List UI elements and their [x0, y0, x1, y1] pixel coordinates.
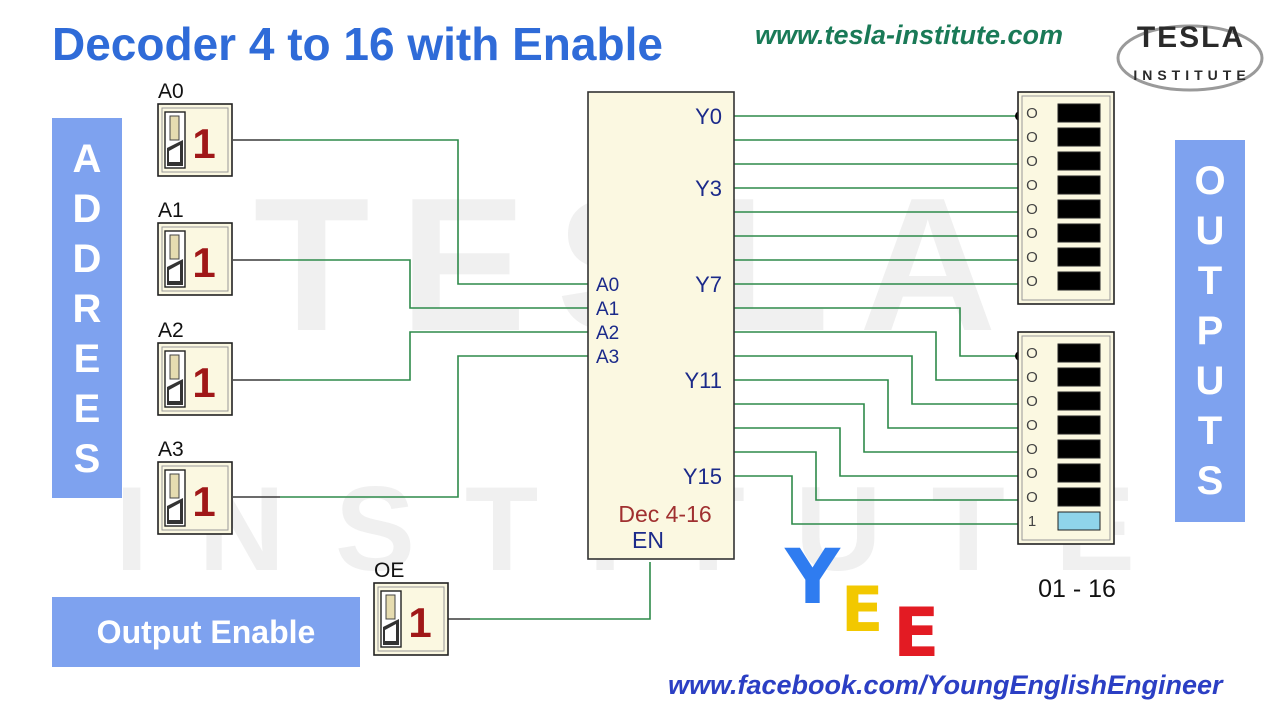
facebook-link[interactable]: www.facebook.com/YoungEnglishEngineer	[668, 670, 1224, 700]
yee-logo: Y E E	[784, 532, 939, 673]
switch-value: 1	[408, 599, 431, 646]
logo-top-text: TESLA	[1137, 21, 1245, 54]
tesla-logo: TESLA INSTITUTE	[1116, 21, 1264, 92]
panel-letter: D	[73, 237, 102, 281]
logo-bottom-text: INSTITUTE	[1133, 67, 1250, 83]
panel-letter: S	[1197, 459, 1224, 503]
wires	[233, 111, 1025, 620]
led-segment	[1057, 223, 1101, 243]
switch-value: 1	[192, 359, 215, 406]
led-segment	[1057, 343, 1101, 363]
panel-letter: D	[73, 187, 102, 231]
switch-value: 1	[192, 120, 215, 167]
panel-letter: U	[1196, 359, 1225, 403]
panel-letter: E	[74, 337, 101, 381]
panel-letter: P	[1197, 309, 1224, 353]
led-mark: O	[1026, 153, 1038, 170]
switch-label: A1	[158, 199, 184, 222]
led-segment	[1057, 127, 1101, 147]
output-enable-panel	[52, 597, 360, 667]
panel-letter: O	[1194, 159, 1225, 203]
yee-letter-e2: E	[893, 594, 939, 673]
switch-label: A3	[158, 438, 184, 461]
led-mark: O	[1026, 345, 1038, 362]
led-segment	[1057, 175, 1101, 195]
pin-a1: A1	[596, 299, 619, 320]
panel-letter: E	[74, 387, 101, 431]
led-mark: O	[1026, 273, 1038, 290]
led-range-label: 01 - 16	[1038, 575, 1116, 603]
led-mark: O	[1026, 369, 1038, 386]
output-y7: Y7	[695, 272, 722, 297]
led-segment	[1057, 271, 1101, 291]
output-y11: Y11	[684, 368, 722, 393]
led-segment	[1057, 415, 1101, 435]
panel-letter: R	[73, 287, 102, 331]
led-segment	[1057, 199, 1101, 219]
pin-a0: A0	[596, 275, 619, 296]
switch-label: A2	[158, 319, 184, 342]
panel-letter: A	[73, 137, 102, 181]
led-mark: O	[1026, 441, 1038, 458]
led-mark: O	[1026, 417, 1038, 434]
led-mark: O	[1026, 489, 1038, 506]
website-link[interactable]: www.tesla-institute.com	[755, 20, 1063, 50]
output-y0: Y0	[695, 104, 722, 129]
switch-value: 1	[192, 478, 215, 525]
led-segment	[1057, 151, 1101, 171]
switch-a3[interactable]: A3 1	[157, 438, 233, 535]
led-segment	[1057, 391, 1101, 411]
panel-letter: T	[1198, 409, 1222, 453]
enable-pin: EN	[632, 527, 664, 553]
led-segment	[1057, 463, 1101, 483]
led-mark: O	[1026, 105, 1038, 122]
outputs-panel	[1175, 140, 1245, 522]
switch-label: A0	[158, 80, 184, 103]
led-segment	[1057, 103, 1101, 123]
led-mark: O	[1026, 465, 1038, 482]
switch-oe[interactable]: OE1	[373, 559, 449, 656]
led-mark: O	[1026, 393, 1038, 410]
output-enable-label: Output Enable	[97, 614, 316, 650]
pin-a2: A2	[596, 323, 619, 344]
led-mark: O	[1026, 225, 1038, 242]
led-segment	[1057, 247, 1101, 267]
led-segment	[1057, 367, 1101, 387]
led-segment-lit	[1057, 511, 1101, 531]
yee-letter-y: Y	[784, 532, 841, 621]
led-mark: 1	[1028, 513, 1036, 530]
switch-a2[interactable]: A2 1	[157, 319, 233, 416]
output-y15: Y15	[683, 464, 722, 489]
led-segment	[1057, 487, 1101, 507]
led-mark: O	[1026, 249, 1038, 266]
switch-label: OE	[374, 559, 404, 582]
switch-a0[interactable]: A0 1	[157, 80, 233, 177]
panel-letter: T	[1198, 259, 1222, 303]
led-mark: O	[1026, 201, 1038, 218]
panel-letter: S	[74, 437, 101, 481]
output-y3: Y3	[695, 176, 722, 201]
decoder-block: A0 A1 A2 A3 Y0 Y3 Y7 Y11 Y15 Dec 4-16 EN	[587, 91, 735, 560]
panel-letter: U	[1196, 209, 1225, 253]
switch-a1[interactable]: A1 1	[157, 199, 233, 296]
yee-letter-e1: E	[841, 573, 883, 646]
decoder-name: Dec 4-16	[618, 501, 711, 527]
address-panel	[52, 118, 122, 498]
led-segment	[1057, 439, 1101, 459]
switch-value: 1	[192, 239, 215, 286]
led-mark: O	[1026, 129, 1038, 146]
page-title: Decoder 4 to 16 with Enable	[52, 18, 663, 70]
pin-a3: A3	[596, 347, 619, 368]
led-mark: O	[1026, 177, 1038, 194]
